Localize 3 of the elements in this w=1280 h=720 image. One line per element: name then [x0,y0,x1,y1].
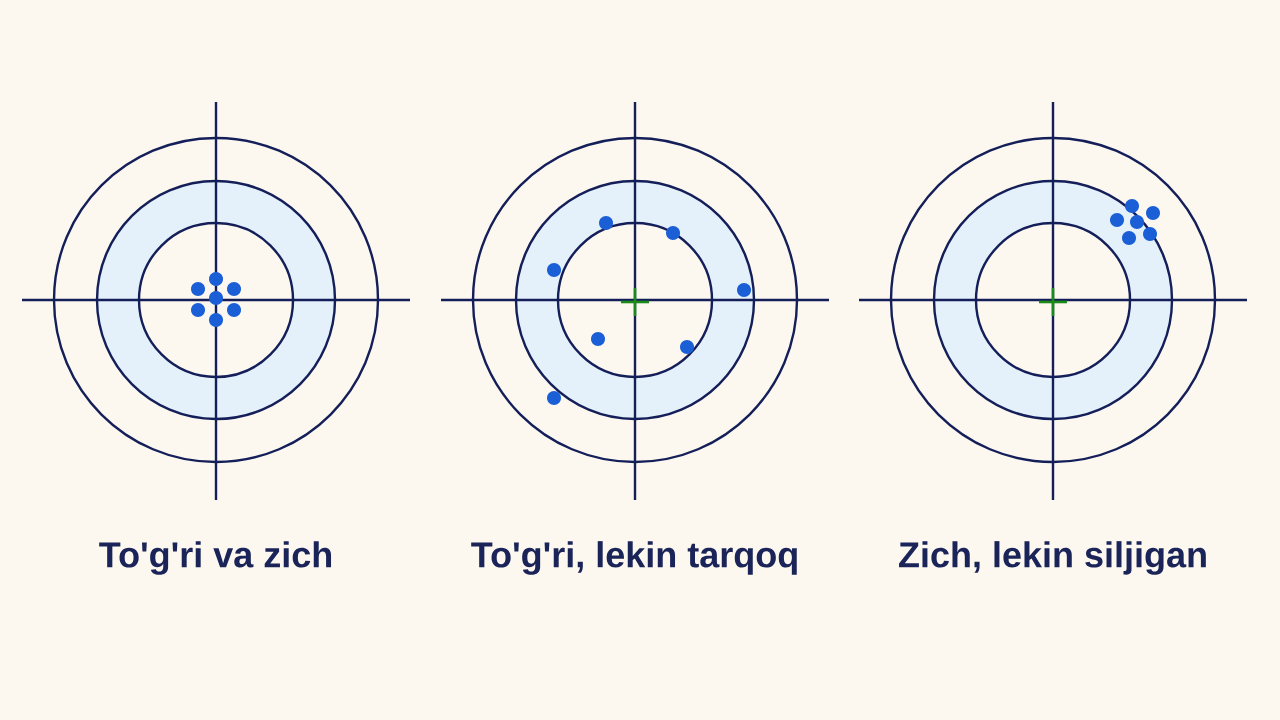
caption: To'g'ri va zich [99,541,332,575]
caption: To'g'ri, lekin tarqoq [471,541,797,575]
caption: Zich, lekin siljigan [899,541,1206,575]
